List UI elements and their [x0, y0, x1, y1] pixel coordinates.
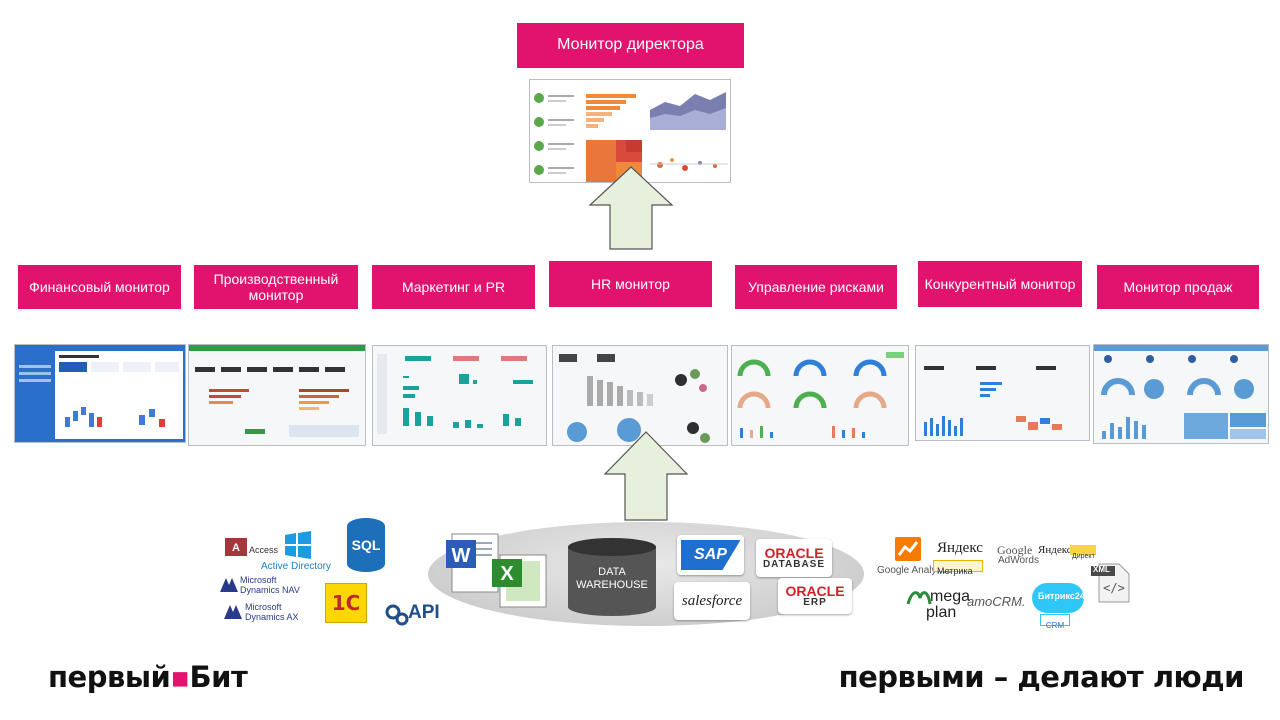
monitor-label: Маркетинг и PR [401, 278, 506, 295]
brand-accent-mark: ▪ [170, 660, 190, 694]
google-analytics-icon [895, 537, 921, 561]
active-directory-label: Active Directory [261, 561, 332, 572]
monitor-box-hr: HR монитор [549, 261, 712, 307]
svg-text:</>: </> [1103, 581, 1125, 595]
xml-label: XML [1093, 565, 1110, 574]
svg-text:W: W [452, 545, 471, 567]
api-label: API [408, 602, 440, 623]
access-icon: A [225, 538, 247, 556]
director-dashboard-thumbnail[interactable] [529, 79, 731, 183]
amocrm-label: amoCRM. [967, 594, 1026, 609]
crm-badge: CRM [1040, 614, 1070, 630]
oracle-db-label: ORACLE [764, 545, 824, 561]
yandex-direct-badge: Директ [1070, 545, 1096, 560]
crm-label: CRM [1045, 621, 1065, 630]
brand-part-2: Бит [189, 660, 248, 694]
salesforce-label: salesforce [681, 592, 743, 609]
monitor-box-risk: Управление рисками [735, 265, 897, 309]
bitrix24-cloud-icon: Битрикс24 [1032, 583, 1085, 613]
dynamics-ax-icon [224, 605, 242, 619]
yandex-metrika-label: Яндекс [937, 540, 983, 556]
xml-file-icon: </> [1091, 563, 1130, 603]
sap-label: SAP [694, 546, 727, 563]
direct-label: Директ [1072, 553, 1095, 560]
svg-text:A: A [232, 542, 240, 554]
competitive-dashboard-graphic [924, 366, 1062, 436]
hr-dashboard-thumbnail[interactable] [552, 345, 728, 446]
megaplan-icon [906, 591, 932, 605]
production-dashboard-graphic [189, 345, 365, 437]
yandex-metrika-badge: Метрика [933, 560, 983, 576]
monitor-box-finance: Финансовый монитор [18, 265, 181, 309]
finance-dashboard-thumbnail[interactable] [14, 344, 186, 443]
monitor-label: Монитор продаж [1123, 278, 1233, 295]
dynamics-nav-icon [220, 578, 238, 592]
sap-logo: SAP [677, 535, 744, 575]
monitor-label: Производственный монитор [213, 270, 339, 303]
oracle-database-logo: ORACLE DATABASE [756, 539, 832, 577]
marketing-dashboard-graphic [377, 354, 533, 434]
tagline: первыми – делают люди [838, 660, 1245, 694]
dynamics-ax-label: Microsoft Dynamics AX [245, 602, 299, 622]
adwords-label: AdWords [998, 555, 1039, 566]
sql-server-icon: SQL [347, 518, 385, 572]
access-label: Access [249, 545, 279, 555]
risk-dashboard-graphic [737, 352, 904, 438]
production-dashboard-thumbnail[interactable] [188, 344, 366, 446]
finance-dashboard-graphic [19, 351, 183, 439]
gears-icon [385, 604, 409, 626]
one-c-logo: 1С [325, 583, 367, 623]
oracle-erp-logo: ORACLE ERP [778, 578, 852, 614]
director-monitor-label: Монитор директора [557, 36, 704, 54]
data-warehouse-label: DATA WAREHOUSE [576, 566, 648, 591]
monitor-box-sales: Монитор продаж [1097, 265, 1259, 309]
monitor-box-production: Производственный монитор [194, 265, 358, 309]
monitor-box-competitive: Конкурентный монитор [918, 261, 1082, 307]
marketing-dashboard-thumbnail[interactable] [372, 345, 547, 446]
monitor-label: HR монитор [591, 275, 670, 292]
metrika-label: Метрика [937, 566, 973, 576]
one-c-label: 1С [331, 591, 361, 615]
brand-part-1: первый [48, 660, 171, 694]
google-analytics-label: Google Analytics [877, 565, 952, 576]
excel-icon: X [492, 554, 547, 608]
megaplan-label: mega [930, 588, 971, 605]
yandex-direct-label: Яндекс [1038, 544, 1072, 556]
monitor-box-marketing: Маркетинг и PR [372, 265, 535, 309]
svg-text:X: X [500, 563, 514, 585]
oracle-erp-sub-label: ERP [803, 597, 827, 608]
bitrix-label: Битрикс24 [1038, 591, 1085, 601]
risk-dashboard-thumbnail[interactable] [731, 345, 909, 446]
monitor-label: Финансовый монитор [29, 278, 170, 295]
database-cylinder-icon [568, 538, 656, 616]
salesforce-logo: salesforce [674, 582, 750, 620]
windows-icon [285, 531, 311, 559]
dynamics-nav-label: Microsoft Dynamics NAV [240, 575, 300, 595]
arrow-from-warehouse [603, 431, 689, 521]
brand-logo: первый▪Бит [48, 660, 248, 694]
sales-dashboard-graphic [1094, 345, 1268, 439]
director-monitor-title: Монитор директора [517, 23, 744, 68]
monitor-label: Управление рисками [748, 278, 884, 295]
sql-label: SQL [351, 537, 381, 553]
arrow-to-director [588, 166, 674, 250]
word-icon: W [446, 533, 499, 593]
monitor-label: Конкурентный монитор [924, 275, 1076, 292]
google-adwords-label: Google [997, 543, 1033, 557]
competitive-dashboard-thumbnail[interactable] [915, 345, 1090, 441]
hr-dashboard-graphic [559, 354, 710, 443]
megaplan-sub-label: plan [926, 604, 957, 621]
sales-dashboard-thumbnail[interactable] [1093, 344, 1269, 444]
oracle-erp-label: ORACLE [785, 583, 845, 599]
oracle-db-sub-label: DATABASE [762, 559, 826, 570]
